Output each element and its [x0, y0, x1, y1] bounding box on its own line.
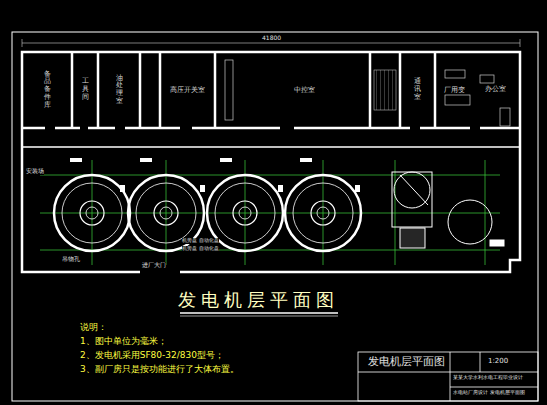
room-name: 中控室 — [294, 85, 315, 95]
room-name: 高压开关室 — [170, 85, 205, 95]
room-box: 工具间 — [74, 54, 96, 126]
scale: 1:200 — [488, 357, 508, 365]
title-block-name: 发电机层平面图 — [368, 356, 445, 369]
room-box: 高压开关室 — [162, 54, 213, 126]
assembly-bay — [392, 172, 504, 248]
room-name: 油处理室 — [116, 75, 123, 106]
title-block-school: 某某大学水利水电工程毕业设计 — [453, 375, 523, 381]
building-walls — [22, 52, 520, 272]
panel-label: 机旁盘 自动化盘 — [182, 246, 219, 252]
stairs — [374, 70, 396, 110]
drawing-title: 发电机层平面图 — [178, 288, 339, 312]
generator-units — [54, 175, 361, 251]
sheet-frame — [12, 32, 538, 401]
room-box: 厂用变 — [437, 54, 472, 126]
room-box: 通讯室 — [402, 54, 433, 126]
room-box: 油处理室 — [100, 54, 138, 126]
room-box: 中控室 — [240, 54, 368, 126]
note-line: 1、图中单位为毫米； — [80, 336, 167, 346]
title-block — [358, 352, 538, 401]
area-name: 安装场 — [26, 168, 44, 175]
room-box: 办公室 — [472, 54, 518, 124]
opening-label: 吊物孔 — [62, 256, 80, 263]
panel-label: 机旁盘 自动化盘 — [182, 238, 219, 244]
room-name: 备品备件库 — [44, 71, 51, 109]
note-line: 2、发电机采用SF80-32/830型号； — [80, 350, 224, 360]
axis-lines — [40, 160, 500, 265]
panels — [70, 158, 360, 192]
room-name: 厂用变 — [444, 85, 465, 95]
note-line: 3、副厂房只是按功能进行了大体布置。 — [80, 364, 239, 374]
room-name: 工具间 — [82, 78, 89, 101]
title-block-project: 水电站厂房设计 发电机层平面图 — [453, 390, 525, 396]
door-label: 进厂大门 — [142, 262, 166, 269]
room-name: 通讯室 — [414, 78, 421, 101]
room-box: 备品备件库 — [24, 54, 70, 126]
note-heading: 说明： — [80, 322, 107, 332]
room-name: 办公室 — [485, 84, 506, 94]
dimension: 41800 — [262, 35, 281, 42]
